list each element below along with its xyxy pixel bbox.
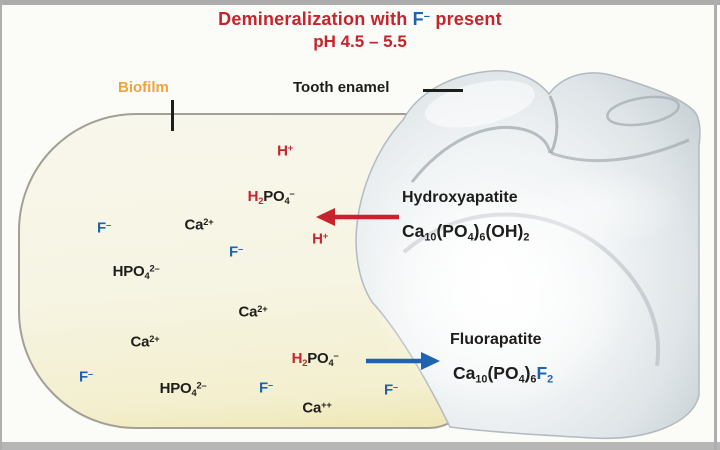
ion-f-1: F– — [97, 219, 111, 237]
ion-h-plus-1: H+ — [277, 142, 293, 160]
frame-left-edge — [0, 0, 2, 450]
tooth-groove-left — [410, 125, 552, 183]
tooth-enamel-label: Tooth enamel — [293, 79, 390, 96]
fluorapatite-arrow-icon — [366, 352, 440, 370]
fluorapatite-label: Fluorapatite — [450, 331, 542, 348]
ion-h-plus-2: H+ — [312, 230, 328, 248]
hydroxyapatite-formula: Ca10(PO4)6(OH)2 — [402, 221, 530, 244]
ion-f-2: F– — [229, 243, 243, 261]
ion-ca-2: Ca2+ — [238, 303, 268, 321]
ion-ca-3: Ca2+ — [130, 333, 160, 351]
ion-hpo4-1: HPO42– — [112, 263, 160, 281]
title-line-1: Demineralization with F– present — [218, 9, 502, 29]
tooth-enamel-pointer-line — [423, 89, 463, 92]
tooth-cusp-ring — [606, 95, 680, 127]
ion-h2po4-1: H2PO4– — [247, 188, 295, 206]
fluorapatite-formula: Ca10(PO4)6F2 — [453, 363, 554, 386]
ion-f-4: F– — [259, 379, 273, 397]
ion-h2po4-2: H2PO4– — [291, 350, 339, 368]
figure-title: Demineralization with F– present pH 4.5 … — [0, 9, 720, 52]
tooth-groove-valley — [548, 95, 559, 154]
demineralization-arrow-icon — [316, 208, 399, 226]
frame-right-edge — [714, 0, 717, 450]
biofilm-label: Biofilm — [118, 79, 169, 96]
biofilm-pointer-line — [171, 100, 174, 131]
title-line-2: pH 4.5 – 5.5 — [313, 32, 407, 51]
ion-ca-4: Ca++ — [302, 399, 332, 417]
ion-hpo4-2: HPO42– — [159, 380, 207, 398]
ion-f-5: F– — [384, 381, 398, 399]
frame-bottom-bar — [0, 442, 720, 450]
tooth-highlight-right — [520, 168, 684, 248]
hydroxyapatite-label: Hydroxyapatite — [402, 189, 518, 206]
ion-ca-1: Ca2+ — [184, 216, 214, 234]
tooth-groove-right — [550, 138, 690, 163]
frame-top-bar — [0, 0, 720, 5]
ion-f-3: F– — [79, 368, 93, 386]
tooth-highlight-cusp — [425, 80, 535, 128]
